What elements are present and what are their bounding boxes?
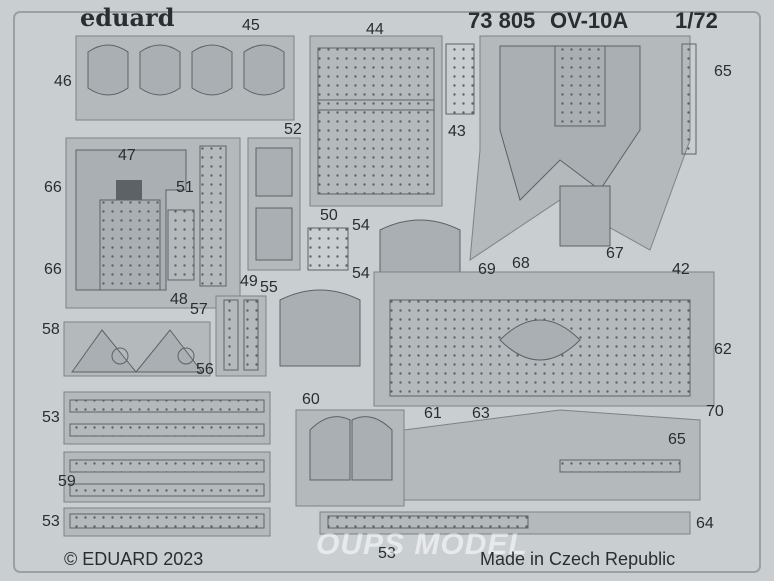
part-label: 67: [606, 245, 624, 262]
part-label: 63: [472, 405, 490, 422]
brand-logo: eduard: [80, 3, 175, 32]
part-44-panel: [309, 35, 443, 207]
copyright: © EDUARD 2023: [64, 549, 204, 569]
watermark: OUPS MODEL: [316, 528, 528, 561]
part-label: 60: [302, 391, 320, 408]
part-label: 42: [672, 261, 690, 278]
part-68-69-structure: [469, 35, 691, 261]
part-label: 58: [42, 321, 60, 338]
part-label: 65: [714, 63, 732, 80]
part-label: 47: [118, 147, 136, 164]
part-61-62-panel: [373, 271, 715, 407]
model-name: OV-10A: [550, 8, 629, 33]
scale: 1/72: [675, 8, 718, 33]
part-label: 56: [196, 361, 214, 378]
part-label: 70: [706, 403, 724, 420]
part-58: [63, 321, 211, 377]
part-47-66-frame: [65, 137, 241, 309]
part-label: 57: [190, 301, 208, 318]
part-label: 52: [284, 121, 302, 138]
country-of-origin: Made in Czech Republic: [480, 549, 676, 569]
part-label: 64: [696, 515, 714, 532]
part-label: 62: [714, 341, 732, 358]
part-label: 65: [668, 431, 686, 448]
fret-frame: [13, 11, 761, 573]
part-label: 44: [366, 21, 384, 38]
part-43: [445, 43, 475, 115]
part-56-57: [215, 295, 267, 377]
part-63: [403, 409, 701, 501]
part-53-59-strips: [63, 391, 271, 537]
part-65-strip: [681, 43, 697, 155]
part-label: 43: [448, 123, 466, 140]
part-45-seats: [75, 35, 295, 121]
part-label: 53: [378, 545, 396, 562]
part-52: [247, 137, 301, 271]
part-label: 53: [42, 409, 60, 426]
part-label: 48: [170, 291, 188, 308]
part-label: 53: [42, 513, 60, 530]
part-label: 61: [424, 405, 442, 422]
part-label: 66: [44, 179, 62, 196]
part-label: 66: [44, 261, 62, 278]
part-label: 68: [512, 255, 530, 272]
part-label: 51: [176, 179, 194, 196]
set-number: 73 805: [468, 8, 536, 33]
part-label: 49: [240, 273, 258, 290]
part-55: [279, 289, 361, 367]
part-label: 69: [478, 261, 496, 278]
part-60: [295, 409, 405, 507]
part-label: 54: [352, 265, 370, 282]
part-label: 59: [58, 473, 76, 490]
part-label: 50: [320, 207, 338, 224]
part-50: [307, 227, 349, 271]
part-label: 55: [260, 279, 278, 296]
part-label: 46: [54, 73, 72, 90]
part-label: 45: [242, 17, 260, 34]
part-label: 54: [352, 217, 370, 234]
